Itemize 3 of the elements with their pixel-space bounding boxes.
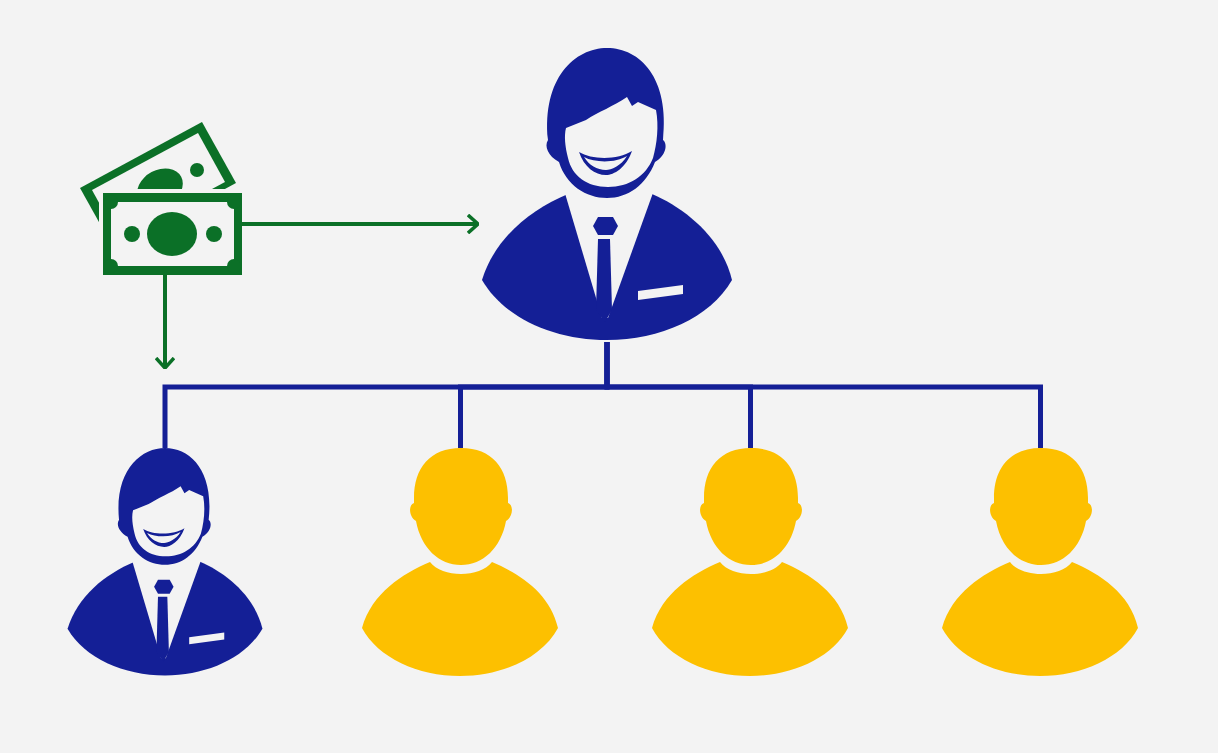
arrow xyxy=(154,275,176,370)
arrow xyxy=(242,213,480,235)
connector-line xyxy=(604,342,1043,448)
